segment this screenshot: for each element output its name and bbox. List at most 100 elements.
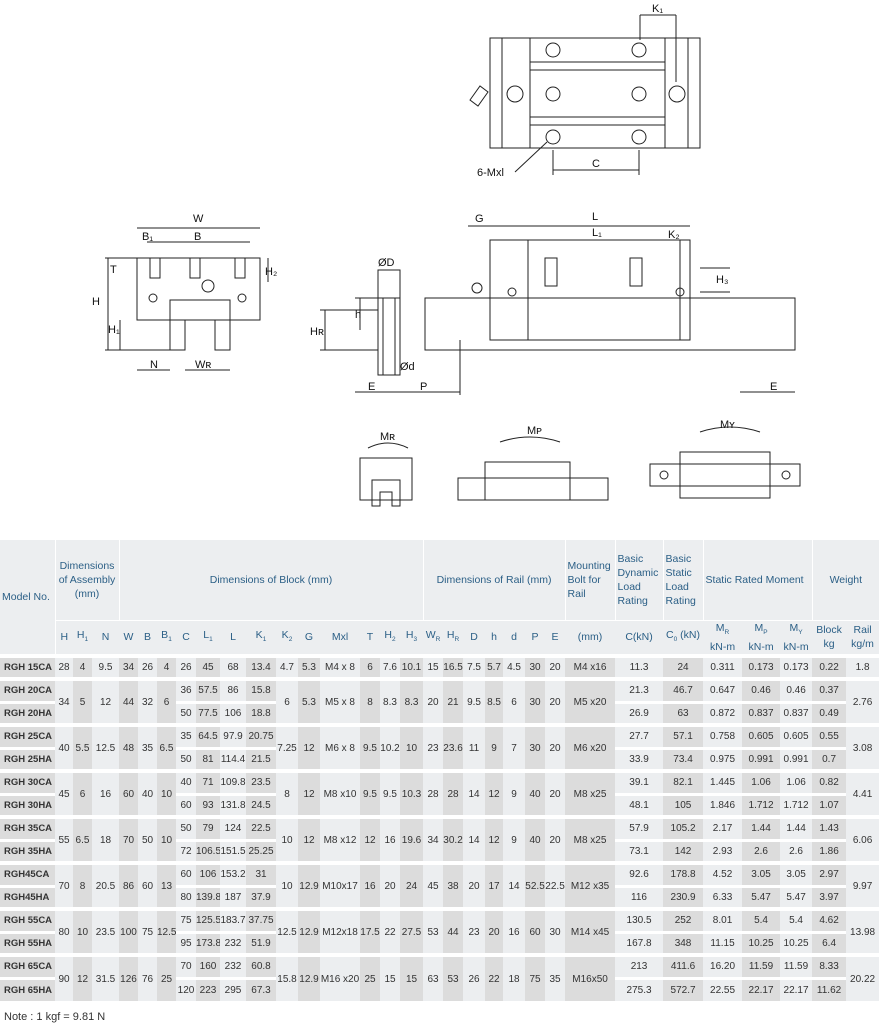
column-header: K2 (276, 620, 298, 656)
cell-h: 17 (485, 861, 504, 909)
cell-b: 75 (138, 907, 157, 955)
column-subscript: 1 (84, 635, 89, 643)
cell-cd: 116 (615, 884, 664, 909)
cell-hr: 38 (443, 861, 464, 909)
cell-c: 35 (176, 723, 196, 748)
cell-p: 40 (525, 769, 546, 817)
cell-block: 4.62 (812, 907, 847, 932)
cell-rail: 6.06 (846, 815, 879, 863)
cell-cd: 73.1 (615, 838, 664, 863)
cell-g: 12.9 (298, 907, 320, 955)
cell-k1: 60.8 (246, 953, 276, 978)
cell-mp: 5.4 (742, 907, 781, 932)
cell-block: 0.37 (812, 677, 847, 702)
cell-b1: 13 (157, 861, 176, 909)
cell-g: 12.9 (298, 861, 320, 909)
column-subscript: 2 (288, 635, 293, 643)
cell-mr: 0.311 (703, 654, 743, 679)
cell-mr: 16.20 (703, 953, 743, 978)
column-symbol: B (161, 628, 169, 641)
column-header: HR (443, 620, 463, 656)
cell-block: 6.4 (812, 930, 847, 955)
cell-e: 20 (545, 654, 566, 679)
column-header: T (360, 620, 380, 656)
cell-c0: 73.4 (663, 746, 704, 771)
label-od-small: Ød (400, 361, 415, 373)
cell-d: 23 (463, 907, 486, 955)
cell-mr: 8.01 (703, 907, 743, 932)
column-header: L1 (196, 620, 220, 656)
cell-l1: 125.5 (196, 907, 220, 932)
cell-e: 35 (545, 953, 566, 1001)
cell-k1: 15.8 (246, 677, 276, 702)
cell-model: RGH 55HA (0, 930, 55, 955)
cell-model: RGH 20HA (0, 700, 55, 725)
cell-b: 26 (138, 654, 157, 679)
cell-h: 45 (55, 769, 73, 817)
cell-h2: 8.3 (380, 677, 400, 725)
cell-d: 14 (463, 815, 486, 863)
cell-b1: 6 (157, 677, 176, 725)
cell-d: 14 (503, 861, 526, 909)
cell-hr: 28 (443, 769, 464, 817)
cell-l1: 106 (196, 861, 220, 886)
moment-icons (359, 426, 801, 507)
cell-bolt: M4 x16 (565, 654, 616, 679)
column-unit: kg (823, 638, 835, 651)
cell-h3: 19.6 (400, 815, 424, 863)
cell-l1: 106.5 (196, 838, 220, 863)
cell-c: 75 (176, 907, 196, 932)
cell-k1: 51.9 (246, 930, 276, 955)
cell-c0: 178.8 (663, 861, 704, 886)
cell-h2: 10.2 (380, 723, 400, 771)
cell-l1: 81 (196, 746, 220, 771)
cell-model: RGH 25HA (0, 746, 55, 771)
cell-my: 1.712 (780, 792, 813, 817)
cell-n: 18 (92, 815, 119, 863)
cell-l: 183.7 (220, 907, 246, 932)
header-assembly: Dimensions of Assembly (mm) (55, 540, 120, 621)
cell-c0: 105 (663, 792, 704, 817)
label-c: C (592, 158, 600, 170)
cell-mr: 2.93 (703, 838, 743, 863)
cell-h1: 8 (73, 861, 92, 909)
cell-h1: 6 (73, 769, 92, 817)
column-header: P (525, 620, 545, 656)
cell-g: 5.3 (298, 677, 320, 725)
cell-k1: 20.75 (246, 723, 276, 748)
cell-l: 68 (220, 654, 246, 679)
cell-n: 20.5 (92, 861, 119, 909)
column-symbol: H (384, 628, 392, 641)
cell-l1: 77.5 (196, 700, 220, 725)
column-header: H1 (73, 620, 92, 656)
cell-d: 18 (503, 953, 526, 1001)
cell-h2: 9.5 (380, 769, 400, 817)
cell-l1: 79 (196, 815, 220, 840)
cell-my: 11.59 (780, 953, 813, 978)
cell-my: 5.4 (780, 907, 813, 932)
cell-h3: 10 (400, 723, 424, 771)
cell-t: 16 (360, 861, 380, 909)
cell-my: 0.173 (780, 654, 813, 679)
cell-mxl: M12x18 (320, 907, 360, 955)
cell-model: RGH 30CA (0, 769, 55, 794)
cell-mp: 1.06 (742, 769, 781, 794)
cell-n: 12.5 (92, 723, 119, 771)
cell-l: 106 (220, 700, 246, 725)
cell-h: 20 (485, 907, 504, 955)
cell-g: 12 (298, 723, 320, 771)
cell-k1: 21.5 (246, 746, 276, 771)
cell-model: RGH 35HA (0, 838, 55, 863)
column-symbol: C (666, 628, 674, 641)
column-unit: kN-m (709, 640, 736, 653)
column-unit: kN-m (748, 640, 774, 653)
cell-mp: 2.6 (742, 838, 781, 863)
column-subscript: R (435, 635, 441, 643)
